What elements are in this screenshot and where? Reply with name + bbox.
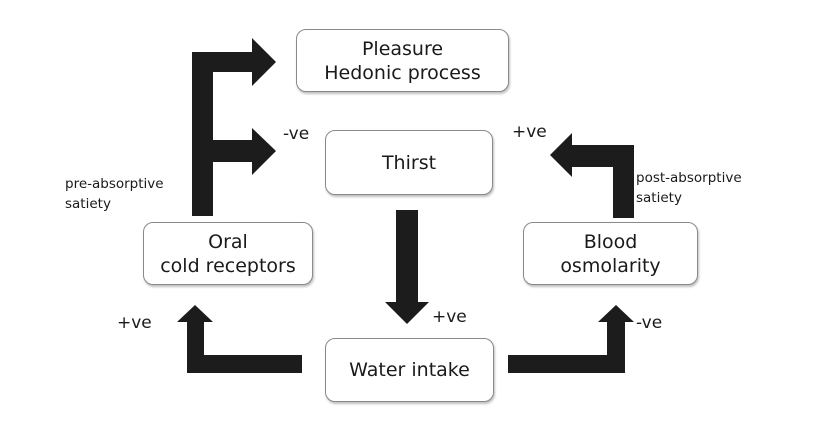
node-water-intake: Water intake	[325, 338, 494, 402]
note-post-absorptive-line1: post-absorptive	[636, 170, 742, 186]
note-pre-absorptive: pre-absorptive satiety	[65, 174, 164, 214]
arrow-blood-to-thirst	[550, 133, 634, 218]
label-thirst-to-water-sign: +ve	[432, 307, 467, 327]
node-blood-line1: Blood	[583, 230, 638, 253]
note-pre-absorptive-line2: satiety	[65, 196, 111, 212]
node-blood-osmolarity: Blood osmolarity	[523, 222, 698, 285]
note-pre-absorptive-line1: pre-absorptive	[65, 176, 164, 192]
node-water-label: Water intake	[349, 359, 470, 381]
node-pleasure-line2: Hedonic process	[324, 61, 481, 84]
label-blood-to-thirst-sign: +ve	[512, 122, 547, 142]
arrow-oral-to-thirst	[213, 128, 276, 175]
label-water-to-oral-sign: +ve	[117, 313, 152, 333]
node-blood-line2: osmolarity	[560, 254, 661, 277]
arrow-oral-to-pleasure	[192, 38, 276, 216]
node-thirst: Thirst	[325, 130, 493, 195]
label-water-to-blood-sign: -ve	[636, 313, 663, 333]
node-oral-cold-receptors: Oral cold receptors	[143, 222, 313, 285]
arrow-water-to-blood	[508, 305, 634, 373]
arrow-water-to-oral	[177, 305, 302, 373]
note-post-absorptive-line2: satiety	[636, 190, 682, 206]
node-pleasure: Pleasure Hedonic process	[296, 29, 509, 92]
node-pleasure-line1: Pleasure	[361, 37, 444, 60]
label-oral-to-thirst-sign: -ve	[283, 124, 310, 144]
node-oral-line2: cold receptors	[160, 254, 296, 277]
node-oral-line1: Oral	[208, 230, 248, 253]
note-post-absorptive: post-absorptive satiety	[636, 168, 742, 208]
arrow-thirst-to-water	[385, 210, 429, 324]
node-thirst-label: Thirst	[381, 151, 437, 174]
